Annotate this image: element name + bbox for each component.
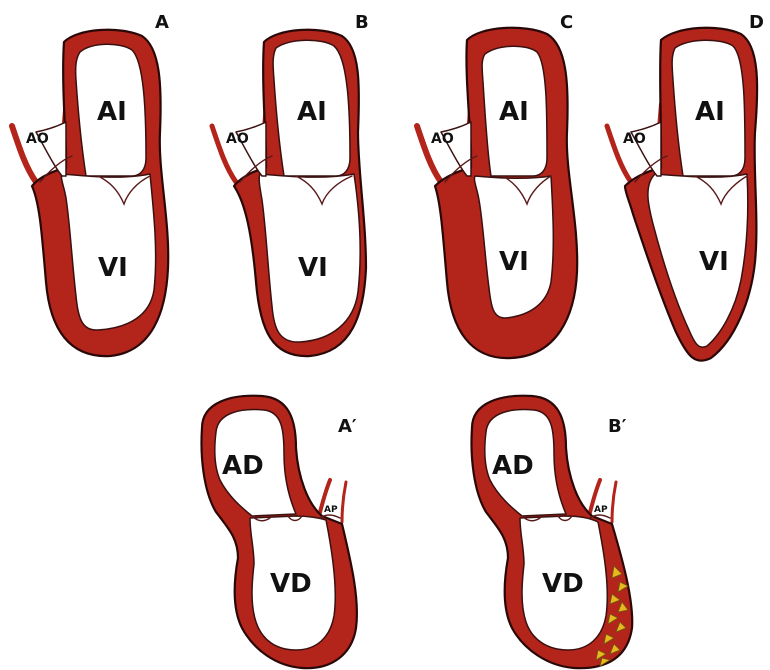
right-ventricle-label: VD [542,569,584,599]
panel-label-d: D [749,12,764,33]
panel-label-b: B [355,12,369,33]
panel-a: AO AI VI A [12,12,169,356]
panel-label-a-prime: A′ [338,416,357,437]
pulmonary-artery-vessel-2 [342,482,346,522]
pulmonary-artery-label: AP [324,505,338,515]
left-ventricle-label: VI [499,247,529,277]
panel-a-prime: AP AD VD A′ [202,396,357,668]
left-ventricle-label: VI [699,247,729,277]
aorta-label: AO [623,131,646,147]
panel-label-a: A [155,12,169,33]
aorta-label: AO [226,131,249,147]
right-atrium-label: AD [492,451,534,481]
right-atrium-label: AD [222,451,264,481]
left-ventricle-label: VI [98,253,128,283]
left-ventricle-label: VI [298,253,328,283]
aorta-label: AO [431,131,454,147]
panel-b-prime: AP AD VD B′ [472,396,633,668]
panel-label-b-prime: B′ [608,416,627,437]
aorta-label: AO [26,131,49,147]
left-atrium-label: AI [499,97,529,127]
pulmonary-artery-vessel-2 [612,482,616,522]
pulmonary-artery-label: AP [594,505,608,515]
left-atrium-label: AI [297,97,327,127]
panel-label-c: C [560,12,573,33]
panel-d: AO AI VI D [607,12,764,361]
panel-c: AO AI VI C [417,12,577,358]
left-atrium-label: AI [695,97,725,127]
panel-b: AO AI VI B [212,12,369,356]
left-atrium-label: AI [97,97,127,127]
right-ventricle-label: VD [270,569,312,599]
